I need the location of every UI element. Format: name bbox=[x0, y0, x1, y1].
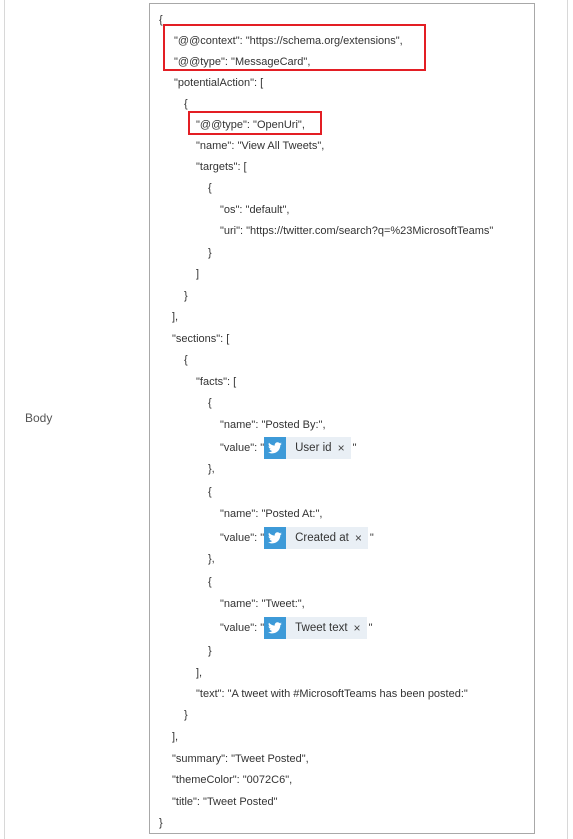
json-line: { bbox=[208, 182, 212, 194]
json-line: "name": "View All Tweets", bbox=[196, 140, 325, 152]
json-line: "name": "Posted At:", bbox=[220, 508, 323, 520]
json-line: { bbox=[208, 576, 212, 588]
json-line: "targets": [ bbox=[196, 161, 247, 173]
json-line: { bbox=[208, 486, 212, 498]
json-line: "name": "Tweet:", bbox=[220, 598, 305, 610]
json-line: { bbox=[159, 14, 163, 26]
json-line: "text": "A tweet with #MicrosoftTeams ha… bbox=[196, 688, 468, 700]
json-line: ], bbox=[172, 731, 179, 743]
json-line: "summary": "Tweet Posted", bbox=[172, 753, 309, 765]
dynamic-token-created-at[interactable]: Created at × bbox=[264, 527, 368, 549]
json-line: "os": "default", bbox=[220, 204, 290, 216]
body-editor[interactable]: { "@@context": "https://schema.org/exten… bbox=[149, 3, 535, 834]
json-line: "facts": [ bbox=[196, 376, 237, 388]
twitter-icon bbox=[264, 437, 287, 459]
token-label: User id bbox=[295, 442, 332, 454]
json-line: ], bbox=[172, 311, 179, 323]
json-line-value: "value": "User id×" bbox=[220, 437, 356, 459]
json-line: "title": "Tweet Posted" bbox=[172, 796, 278, 808]
remove-token-button[interactable]: × bbox=[354, 531, 362, 545]
json-line: "name": "Posted By:", bbox=[220, 419, 326, 431]
json-line: { bbox=[184, 354, 188, 366]
token-label: Tweet text bbox=[295, 622, 348, 634]
token-label: Created at bbox=[295, 532, 349, 544]
json-line: { bbox=[208, 397, 212, 409]
json-line: } bbox=[184, 709, 188, 721]
json-line-value: "value": "Tweet text×" bbox=[220, 617, 372, 639]
json-line: } bbox=[208, 645, 212, 657]
json-line: ], bbox=[196, 667, 203, 679]
json-line-context: "@@context": "https://schema.org/extensi… bbox=[174, 35, 403, 47]
json-line: }, bbox=[208, 553, 215, 565]
dynamic-token-tweet-text[interactable]: Tweet text × bbox=[264, 617, 367, 639]
body-field-label: Body bbox=[25, 411, 53, 425]
twitter-icon bbox=[264, 617, 287, 639]
dynamic-token-user-id[interactable]: User id × bbox=[264, 437, 351, 459]
json-line: ] bbox=[196, 268, 200, 280]
json-line: "themeColor": "0072C6", bbox=[172, 774, 293, 786]
remove-token-button[interactable]: × bbox=[353, 621, 361, 635]
json-line-action-type: "@@type": "OpenUri", bbox=[196, 119, 305, 131]
twitter-icon bbox=[264, 527, 287, 549]
json-line: }, bbox=[208, 463, 215, 475]
json-line: "potentialAction": [ bbox=[174, 77, 264, 89]
json-line-value: "value": "Created at×" bbox=[220, 527, 374, 549]
remove-token-button[interactable]: × bbox=[337, 441, 345, 455]
json-line-type: "@@type": "MessageCard", bbox=[174, 56, 311, 68]
json-line: } bbox=[208, 247, 212, 259]
json-line: "uri": "https://twitter.com/search?q=%23… bbox=[220, 225, 494, 237]
json-line: } bbox=[184, 290, 188, 302]
json-line: } bbox=[159, 817, 163, 829]
action-card bbox=[4, 0, 568, 839]
json-line: { bbox=[184, 98, 188, 110]
json-line: "sections": [ bbox=[172, 333, 230, 345]
